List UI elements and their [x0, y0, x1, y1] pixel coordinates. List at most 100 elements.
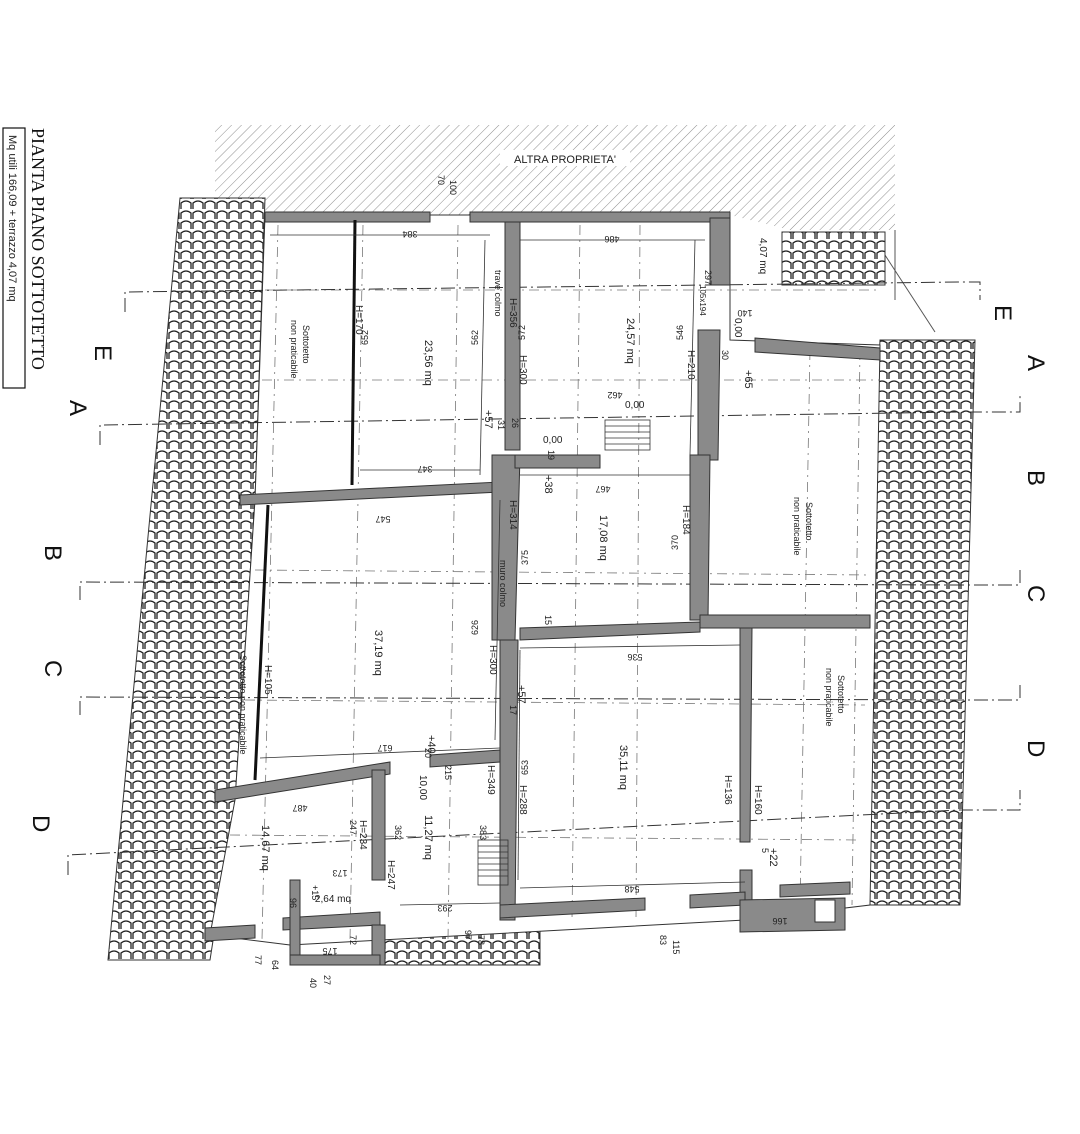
dim-384: 384: [402, 229, 417, 239]
room5-h1: H=288: [517, 785, 528, 815]
section-a-left: A: [64, 400, 91, 416]
room-labels: 23,56 mq H=170 Sottotetto non praticabil…: [238, 238, 846, 905]
level-57a: +57: [482, 410, 494, 429]
neighbor-property: ALTRA PROPRIETA': [215, 125, 936, 333]
dim-5: 5: [760, 848, 770, 853]
room5-area: 35,11 mq: [617, 745, 629, 790]
section-markers: A A B B C C D D E E: [27, 305, 1049, 832]
room1-np-2: non praticabile: [289, 320, 299, 379]
room1-height: H=170: [353, 305, 364, 335]
dim-83: 83: [658, 935, 668, 945]
dim-166: 166: [772, 916, 787, 926]
dim-486: 486: [604, 234, 619, 244]
dim-572: 572: [517, 325, 527, 340]
section-b-right: B: [1022, 470, 1049, 486]
dim-97: 97: [463, 930, 473, 940]
level-40: +40: [425, 735, 437, 754]
section-e-right: E: [989, 305, 1016, 321]
section-lines: [67, 281, 1021, 875]
dim-462: 462: [607, 390, 622, 400]
room6-h1: H=349: [485, 765, 496, 795]
level-65: +65: [742, 370, 754, 389]
right-np-2b: non praticabile: [824, 668, 834, 727]
level-38: +38: [542, 475, 554, 494]
room1-np-1: Sottotetto: [301, 325, 311, 364]
dim-297: 297: [703, 270, 713, 285]
dim-546: 546: [675, 325, 685, 340]
dim-247: 247: [348, 820, 358, 835]
room8-area: 2,64 mq: [315, 894, 351, 905]
section-d-right: D: [1022, 740, 1049, 757]
dim-562: 562: [470, 330, 480, 345]
dim-548: 548: [624, 884, 639, 894]
dim-78: 78: [476, 935, 486, 945]
room7-h1: H=234: [357, 820, 368, 850]
section-b-left: B: [39, 545, 66, 561]
right-np-1a: Sottotetto: [804, 502, 814, 541]
level-15: +15: [310, 885, 320, 900]
dim-140: 140: [737, 308, 752, 318]
dim-70: 70: [436, 175, 446, 185]
dim-347: 347: [417, 464, 432, 474]
room2-h3: H=210: [685, 350, 696, 380]
dim-370: 370: [670, 535, 680, 550]
dim-173: 173: [332, 868, 347, 878]
staircase-upper: [604, 419, 651, 451]
level-0a: 0,00: [732, 318, 743, 338]
dim-64: 64: [270, 960, 280, 970]
plan-title: PIANTA PIANO SOTTOTETTO: [28, 128, 48, 370]
room2-h2: H=300: [517, 355, 528, 385]
dim-617: 617: [377, 743, 392, 753]
section-c-right: C: [1022, 585, 1049, 602]
room4-area: 37,19 mq: [372, 630, 384, 676]
section-c-left: C: [39, 660, 66, 677]
dim-77: 77: [253, 955, 263, 965]
room6-h2: H=247: [385, 860, 396, 890]
subtitle-box: [2, 127, 26, 389]
room3-h2: H=184: [680, 505, 691, 535]
dim-375: 375: [520, 550, 530, 565]
walls: [204, 211, 881, 966]
stair-room: [814, 899, 836, 923]
dim-20: 20: [423, 748, 433, 758]
dim-547: 547: [375, 514, 390, 524]
room1-area: 23,56 mq: [422, 340, 434, 386]
right-np-2a: Sottotetto: [836, 675, 846, 714]
muro-colmo: muro colmo: [498, 560, 508, 607]
level-labels: +57 +57 +65 +38 +40 +22 +15 0,00 0,00 0,…: [310, 318, 779, 900]
dim-293: 293: [437, 903, 452, 913]
dim-652: 652: [360, 330, 370, 345]
dim-96: 96: [288, 898, 298, 908]
dim-19: 19: [546, 450, 556, 460]
dim-115: 115: [671, 940, 681, 954]
level-10: 10,00: [417, 775, 428, 800]
terrace-area: 4,07 mq: [757, 238, 768, 274]
staircase-lower: [477, 839, 509, 886]
room7-area: 14,67 mq: [259, 825, 271, 871]
room3-area: 17,08 mq: [597, 515, 609, 561]
trave-colmo: trave colmo: [493, 270, 503, 317]
level-0c: 0,00: [543, 435, 563, 446]
dim-653: 653: [520, 760, 530, 775]
right-np-1b: non praticabile: [792, 497, 802, 556]
dim-383: 383: [478, 825, 488, 840]
section-d-left: D: [27, 815, 54, 832]
room2-h1: H=356: [507, 298, 518, 328]
dim-215: 215: [443, 765, 453, 780]
roof-tiles: [107, 197, 976, 966]
room4-h2: H=105: [262, 665, 273, 695]
dim-72: 72: [348, 935, 358, 945]
room5-h2: H=136: [722, 775, 733, 805]
level-0b: 0,00: [625, 400, 645, 411]
plan-subtitle: Mq utili 166,09 + terrazzo 4,07 mq: [6, 135, 18, 302]
dim-175: 175: [322, 946, 337, 956]
section-a-right: A: [1022, 355, 1049, 371]
room4-h1: H=300: [487, 645, 498, 675]
dim-31: 31: [496, 420, 506, 430]
dim-467: 467: [595, 484, 610, 494]
dimension-lines: [259, 234, 746, 906]
dim-27: 27: [322, 975, 332, 985]
dim-487: 487: [292, 803, 307, 813]
dim-17: 17: [508, 705, 518, 715]
